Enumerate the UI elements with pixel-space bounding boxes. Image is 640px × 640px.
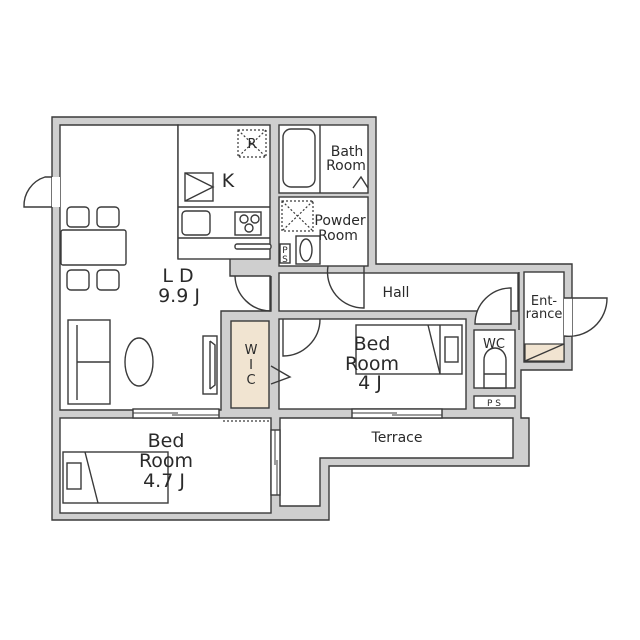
ps-box: [279, 243, 291, 264]
ld-label: L D: [162, 265, 193, 287]
room-wic: [230, 320, 270, 409]
ps-box-wc: [473, 395, 516, 409]
wc-label: WC: [483, 337, 505, 352]
fridge-label: R: [247, 137, 256, 152]
labels: L D 9.9 J R K Bath Room Powder Room P S …: [139, 137, 562, 492]
bath-label-2: Room: [326, 158, 366, 174]
pillow: [66, 462, 82, 490]
powder-label-2: Room: [318, 228, 358, 244]
ld-hall-door: [234, 275, 272, 312]
bed-south-label-2: Room: [139, 450, 193, 472]
kitchen-sink: [181, 210, 211, 236]
kitchen-label: K: [222, 170, 235, 192]
bed-north-label-2: Room: [345, 353, 399, 375]
kitchen-fixtures: [178, 129, 291, 264]
pillow: [444, 336, 459, 363]
ps-label-2: S: [282, 255, 288, 265]
ld-exterior-door: [23, 176, 52, 208]
ps-label-1: P: [282, 246, 288, 256]
bed-north-size: 4 J: [358, 372, 382, 394]
bed-south-size: 4.7 J: [143, 470, 185, 492]
wc-fixtures: [473, 272, 565, 409]
ld-size: 9.9 J: [158, 285, 200, 307]
powder-door: [326, 265, 365, 309]
terrace: [279, 417, 514, 507]
bath-label-1: Bath: [331, 144, 364, 160]
terrace-label: Terrace: [371, 430, 423, 446]
dining-table: [60, 229, 127, 266]
wic-label-2: I: [249, 358, 253, 373]
coffee-table: [124, 337, 154, 387]
doors: [23, 176, 608, 385]
toilet: [483, 347, 507, 389]
fridge-space: [237, 129, 267, 158]
wc-door: [474, 287, 512, 325]
bed-south-label-1: Bed: [148, 430, 185, 452]
wic-door: [270, 365, 292, 385]
bath-drain: [352, 175, 369, 189]
ld-furniture: [60, 206, 218, 405]
entrance-door: [563, 297, 608, 338]
bed-north-furniture: [355, 324, 463, 375]
bed-south-furniture: [62, 451, 169, 504]
bath-fixtures: [281, 125, 369, 265]
entrance-label-1: Ent-: [531, 294, 558, 309]
washbasin: [295, 235, 321, 265]
wic-label-3: C: [246, 373, 255, 388]
bed-north-label-1: Bed: [354, 333, 391, 355]
washer-space: [281, 200, 314, 232]
ps-wc-label: P S: [487, 399, 501, 409]
bathtub: [282, 128, 316, 188]
hall-label: Hall: [383, 285, 410, 301]
windows: [132, 408, 443, 496]
powder-label-1: Powder: [314, 213, 365, 229]
bed-north-door: [282, 318, 321, 357]
entrance-label-2: rance: [526, 307, 563, 322]
wic-label-1: W: [245, 343, 258, 358]
room-hall: [278, 272, 519, 312]
range-hood: [184, 172, 214, 202]
